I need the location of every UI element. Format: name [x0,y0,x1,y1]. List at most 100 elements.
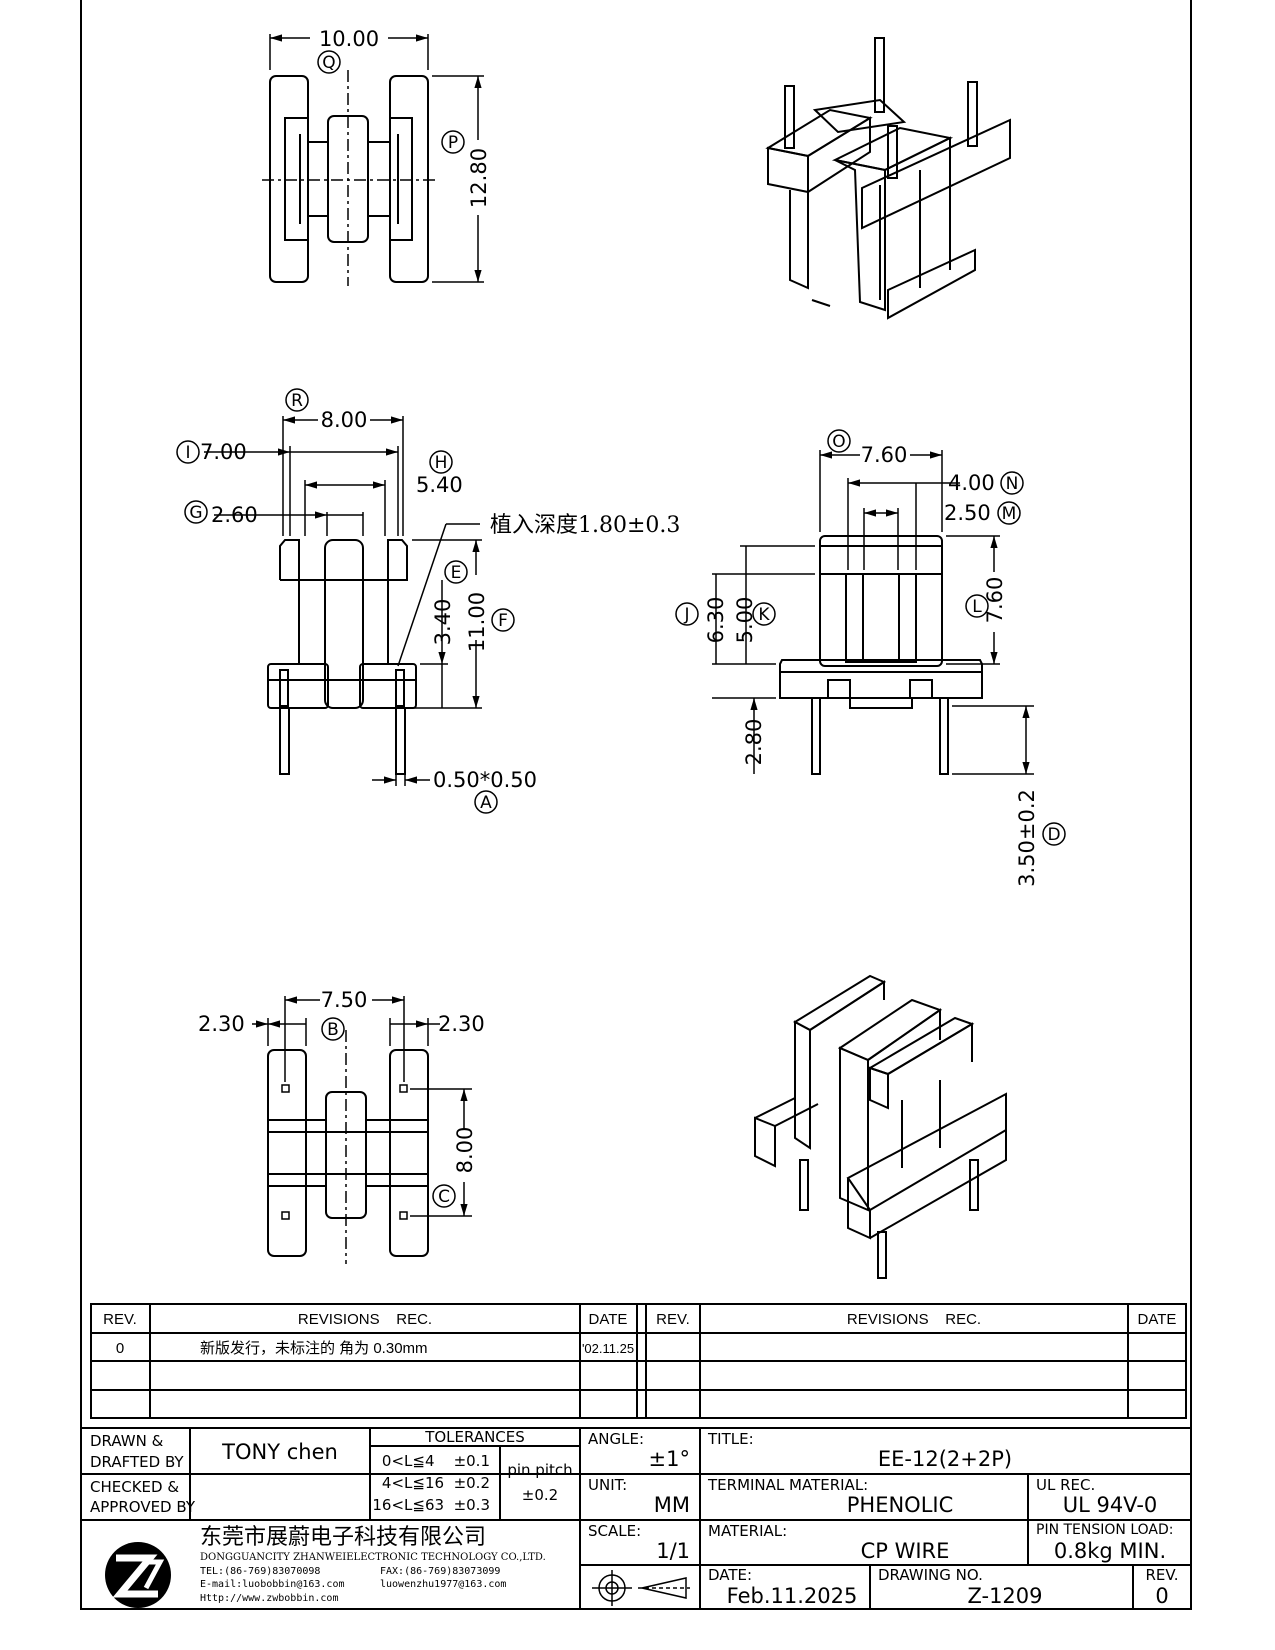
company-web: Http://www.zwbobbin.com [200,1593,338,1604]
dim-m: 2.50 [944,501,991,525]
terminal-material-label: TERMINAL MATERIAL: [707,1476,868,1494]
dim-height: 12.80 [467,148,491,208]
date-header-right: DATE [1138,1311,1177,1328]
angle-label: ANGLE: [588,1430,644,1448]
label-p: P [448,133,458,153]
company-email-2: luowenzhu1977@163.com [380,1579,506,1590]
dim-d: 3.50±0.2 [1015,789,1039,887]
label-m: M [1002,504,1017,524]
dim-f: 11.00 [465,592,489,652]
title-label: TITLE: [707,1430,754,1448]
drawing-no-value: Z-1209 [967,1584,1042,1608]
pin-tension-value: 0.8kg MIN. [1054,1539,1166,1563]
checked-label-2: APPROVED BY [90,1498,196,1516]
title-value: EE-12(2+2P) [878,1447,1012,1471]
revision-row-rev: 0 [116,1340,124,1357]
revision-row-rec: 新版发行，未标注的 角为 0.30mm [200,1340,428,1357]
iso-view-top [765,37,1011,320]
dim-right-pad: 2.30 [438,1012,485,1036]
revisions-header-left: REVISIONS REC. [298,1311,432,1328]
date-header-left: DATE [589,1311,628,1328]
material-value: CP WIRE [861,1539,950,1563]
company-email-1: E-mail:luobobbin@163.com [200,1579,345,1590]
label-f: F [498,611,508,631]
dim-k: 5.00 [733,597,757,644]
tolerance-row-1: 0<L≦4 ±0.1 [382,1452,490,1470]
tolerance-row-3: 16<L≦63 ±0.3 [372,1496,490,1514]
date-label: DATE: [708,1566,752,1584]
label-j: J [683,605,689,625]
material-label: MATERIAL: [708,1522,787,1540]
label-d: D [1047,825,1060,845]
company-logo-icon [105,1542,171,1608]
angle-value: ±1° [649,1447,690,1471]
dim-a: 0.50*0.50 [433,768,537,792]
tolerance-row-2: 4<L≦16 ±0.2 [382,1474,490,1492]
rev-value: 0 [1155,1584,1168,1608]
dim-i: 7.00 [200,440,247,464]
dim-o: 7.60 [861,443,908,467]
scale-label: SCALE: [588,1522,641,1540]
company-name-en: DONGGUANCITY ZHANWEIELECTRONIC TECHNOLOG… [200,1552,546,1563]
revision-row-date: '02.11.25 [582,1341,634,1356]
dim-j: 6.30 [704,597,728,644]
label-q: Q [322,53,335,73]
dim-e: 3.40 [431,599,455,646]
drawn-label-2: DRAFTED BY [90,1453,184,1471]
label-g: G [189,503,202,523]
dim-n: 4.00 [948,471,995,495]
rev-header-left: REV. [103,1311,137,1328]
ul-rec-value: UL 94V-0 [1063,1493,1158,1517]
company-tel: TEL:(86-769)83070098 [200,1566,320,1577]
projection-symbol-icon [592,1570,690,1606]
dim-width: 10.00 [319,27,379,51]
front-view [176,388,515,814]
tolerances-label: TOLERANCES [424,1428,525,1446]
bottom-view [252,996,472,1264]
date-value: Feb.11.2025 [727,1584,858,1608]
label-r: R [291,391,303,411]
label-h: H [435,453,448,473]
label-k: K [758,605,770,625]
insertion-depth-note: 植入深度1.80±0.3 [490,513,680,538]
ul-rec-label: UL REC. [1036,1476,1095,1494]
unit-value: MM [654,1493,690,1517]
label-o: O [832,432,845,452]
dim-left-pad: 2.30 [198,1012,245,1036]
iso-view-bottom [754,974,1007,1279]
dim-g: 2.60 [211,503,258,527]
label-a: A [480,793,492,813]
label-e: E [451,563,462,583]
dim-r: 8.00 [321,408,368,432]
company-fax: FAX:(86-769)83073099 [380,1566,500,1577]
top-view [262,34,484,286]
label-l: L [972,597,982,617]
revisions-header-right: REVISIONS REC. [847,1311,981,1328]
rev-label: REV. [1146,1566,1179,1584]
title-block-grid [80,1427,1192,1610]
label-c: C [438,1187,450,1207]
company-name-cn: 东莞市展蔚电子科技有限公司 [200,1525,486,1550]
dim-l: 7.60 [983,577,1007,624]
revisions-table [90,1303,1187,1419]
pin-pitch-value: ±0.2 [522,1486,558,1504]
dim-b: 7.50 [321,988,368,1012]
drawing-frame [80,0,1192,1610]
label-i: I [185,443,190,463]
dim-c: 8.00 [453,1127,477,1174]
dim-h: 5.40 [416,473,463,497]
checked-label-1: CHECKED & [90,1478,179,1496]
drawn-by-value: TONY chen [221,1440,338,1464]
label-b: B [327,1020,339,1040]
drawing-no-label: DRAWING NO. [878,1566,983,1584]
scale-value: 1/1 [656,1539,690,1563]
terminal-material-value: PHENOLIC [847,1493,954,1517]
dim-pin-length: 2.80 [742,719,766,766]
unit-label: UNIT: [588,1476,627,1494]
pin-tension-label: PIN TENSION LOAD: [1036,1522,1173,1538]
pin-pitch-label: pin pitch [507,1461,572,1479]
drawn-label-1: DRAWN & [90,1432,164,1450]
rev-header-right: REV. [656,1311,690,1328]
label-n: N [1006,474,1019,494]
